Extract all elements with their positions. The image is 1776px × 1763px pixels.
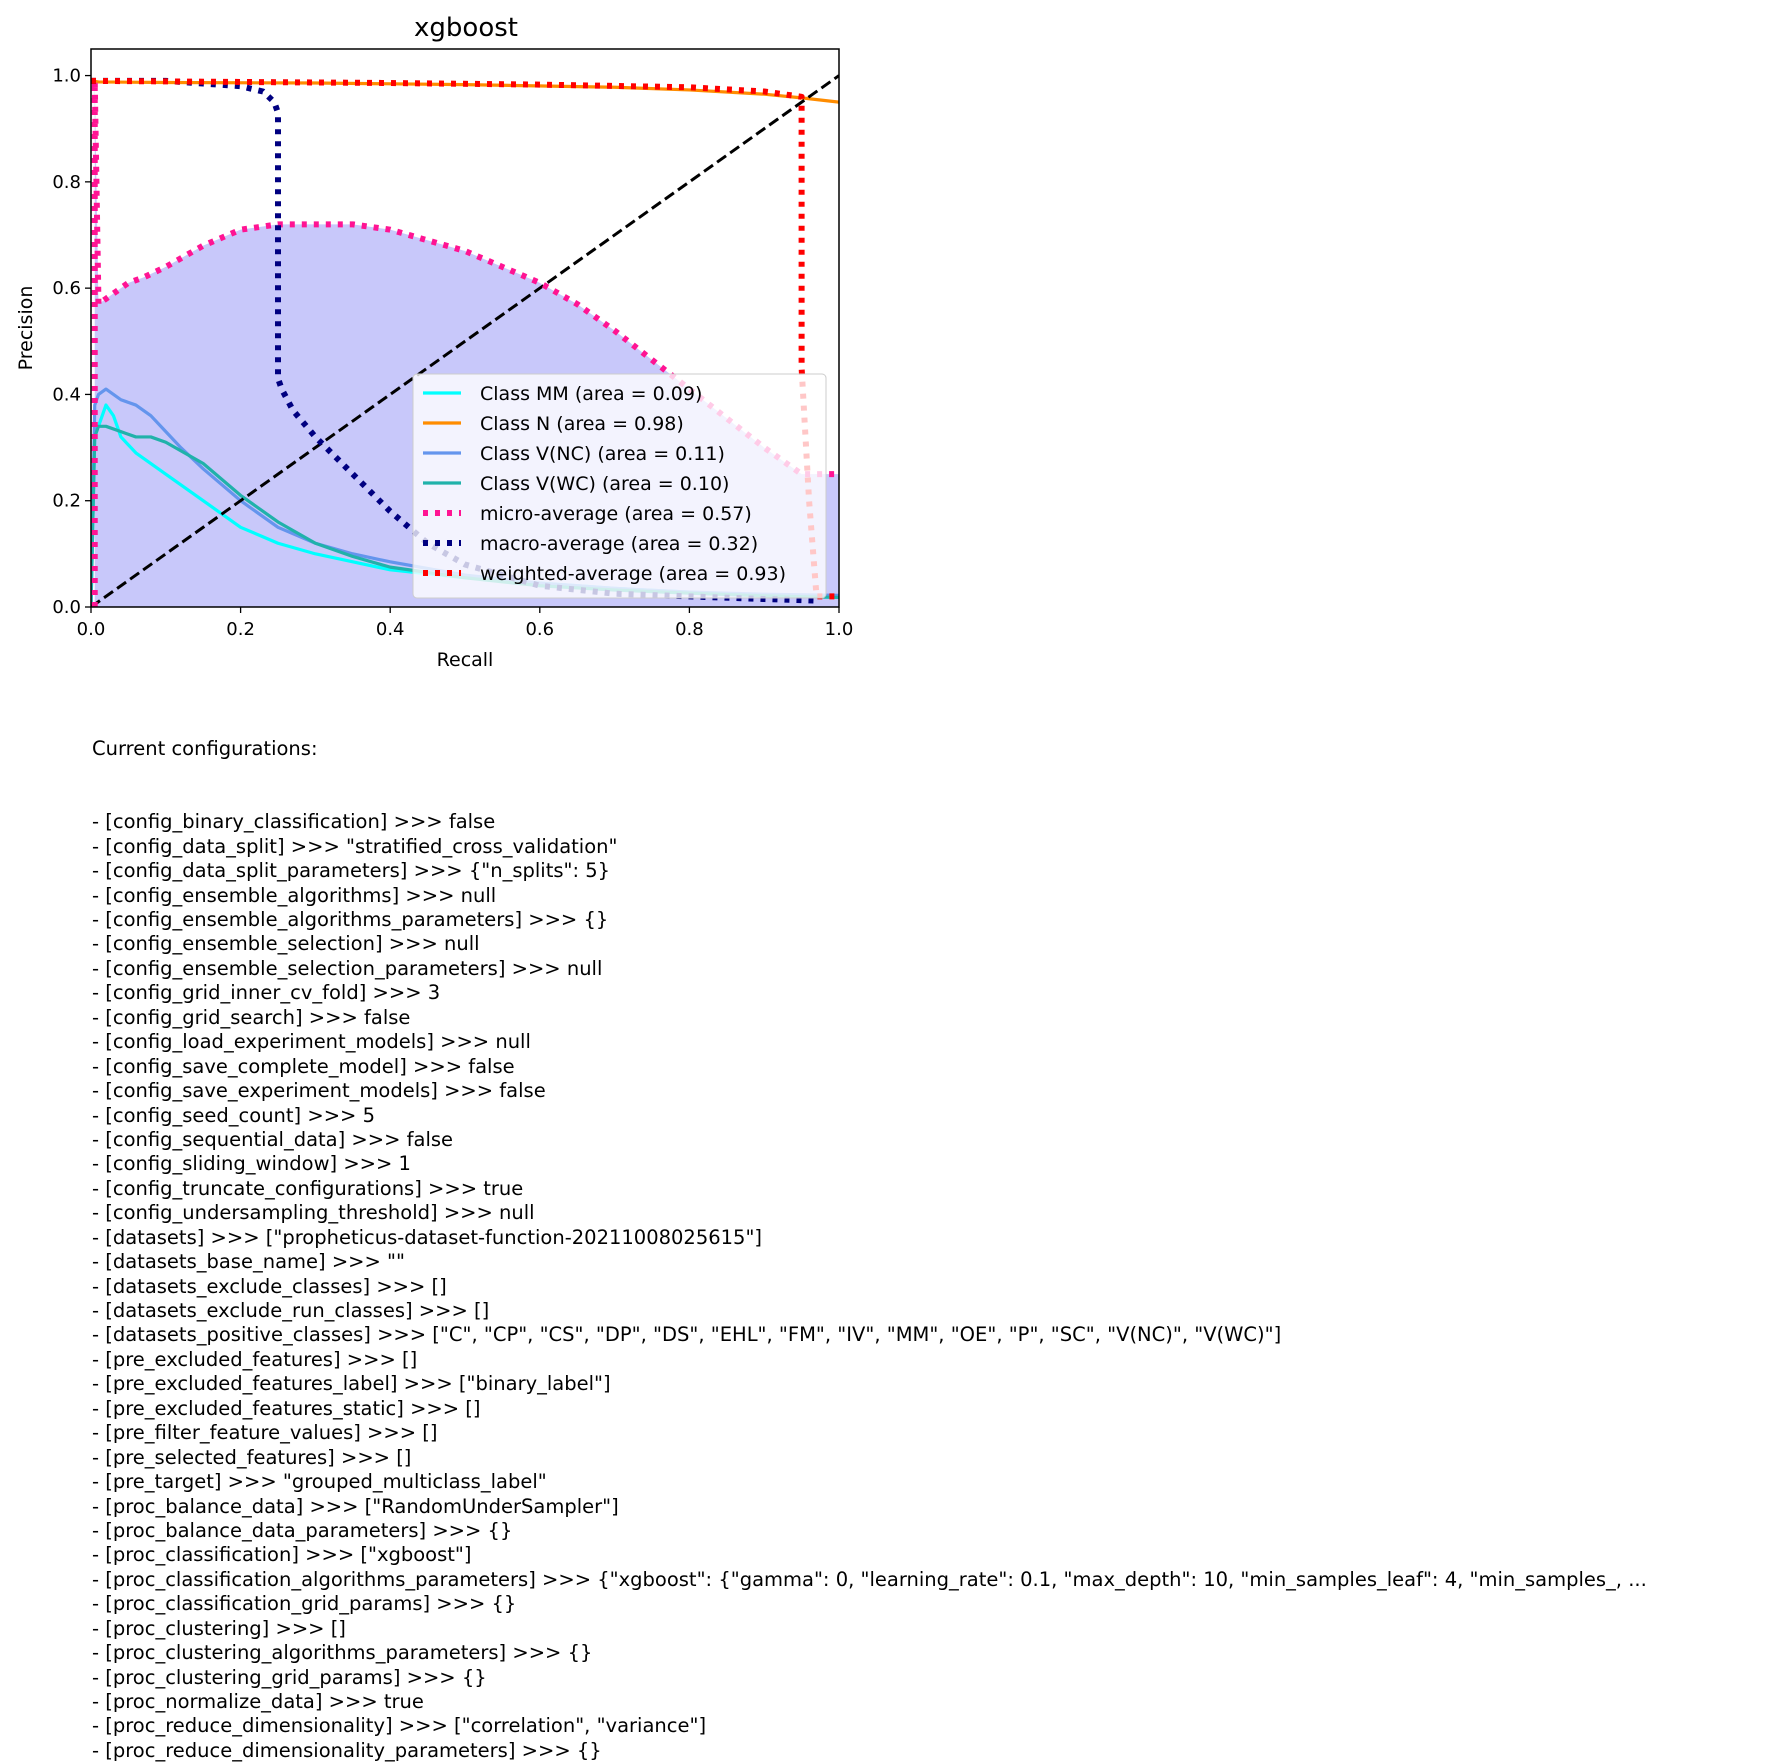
config-line: - [config_save_experiment_models] >>> fa… bbox=[92, 1079, 546, 1103]
series-macro-average-line bbox=[91, 77, 817, 604]
config-line: - [config_ensemble_selection_parameters]… bbox=[92, 956, 603, 980]
config-line: - [datasets_exclude_run_classes] >>> [] bbox=[92, 1299, 490, 1322]
chart-title: xgboost bbox=[414, 13, 518, 43]
x-tick-label: 0.4 bbox=[376, 619, 405, 640]
config-line: - [config_save_complete_model] >>> false bbox=[92, 1054, 515, 1078]
series-micro-average-line bbox=[91, 77, 839, 607]
config-line: - [pre_selected_features] >>> [] bbox=[92, 1445, 412, 1469]
config-line: - [datasets_positive_classes] >>> ["C", … bbox=[92, 1323, 1282, 1347]
series-chance-diagonal-line bbox=[91, 74, 839, 607]
legend-label: Class V(NC) (area = 0.11) bbox=[480, 443, 725, 465]
config-line: - [pre_excluded_features_label] >>> ["bi… bbox=[92, 1372, 611, 1396]
config-line: - [proc_classification_grid_params] >>> … bbox=[92, 1592, 517, 1616]
config-line: - [config_seed_count] >>> 5 bbox=[92, 1103, 375, 1127]
legend-box bbox=[412, 373, 827, 599]
config-line: - [proc_classification_algorithms_parame… bbox=[92, 1567, 1647, 1591]
series-weighted-average-line bbox=[91, 77, 839, 600]
config-line: - [pre_excluded_features_static] >>> [] bbox=[92, 1396, 481, 1420]
legend-label: Class V(WC) (area = 0.10) bbox=[480, 473, 729, 495]
config-line: - [config_truncate_configurations] >>> t… bbox=[92, 1176, 524, 1200]
config-header: Current configurations: bbox=[92, 736, 318, 760]
config-line: - [config_grid_inner_cv_fold] >>> 3 bbox=[92, 981, 441, 1005]
config-line: - [config_sliding_window] >>> 1 bbox=[92, 1152, 411, 1176]
config-line: - [proc_balance_data_parameters] >>> {} bbox=[92, 1518, 513, 1542]
config-line: - [config_sequential_data] >>> false bbox=[92, 1127, 454, 1151]
config-line: - [config_ensemble_selection] >>> null bbox=[92, 932, 480, 956]
y-tick-label: 0.6 bbox=[52, 278, 81, 299]
y-tick-label: 0.4 bbox=[52, 384, 81, 405]
configuration-list: Current configurations: - [config_binary… bbox=[92, 688, 1647, 1762]
config-line: - [proc_normalize_data] >>> true bbox=[92, 1690, 424, 1713]
x-tick-label: 1.0 bbox=[825, 619, 854, 640]
y-tick-label: 1.0 bbox=[52, 66, 81, 87]
config-line: - [config_data_split_parameters] >>> {"n… bbox=[92, 859, 611, 883]
config-line: - [config_grid_search] >>> false bbox=[92, 1005, 411, 1029]
config-line: - [proc_reduce_dimensionality_parameters… bbox=[92, 1738, 602, 1762]
config-lines: - [config_binary_classification] >>> fal… bbox=[92, 810, 1647, 1762]
config-line: - [datasets_exclude_classes] >>> [] bbox=[92, 1274, 447, 1298]
x-tick-label: 0.8 bbox=[675, 619, 704, 640]
plot-frame bbox=[90, 48, 840, 608]
config-line: - [proc_clustering_grid_params] >>> {} bbox=[92, 1665, 487, 1689]
config-line: - [pre_target] >>> "grouped_multiclass_l… bbox=[92, 1470, 547, 1494]
config-line: - [config_load_experiment_models] >>> nu… bbox=[92, 1030, 531, 1054]
config-line: - [config_ensemble_algorithms_parameters… bbox=[92, 908, 609, 931]
config-line: - [datasets] >>> ["propheticus-dataset-f… bbox=[92, 1225, 763, 1249]
axis-ticks: 0.0 0.2 0.4 0.6 0.8 1.0 0.0 0.2 0.4 0.6 0.8 1.0 bbox=[52, 66, 853, 640]
y-tick-label: 0.0 bbox=[52, 597, 81, 618]
x-tick-label: 0.2 bbox=[226, 619, 255, 640]
x-axis-label: Recall bbox=[437, 649, 494, 671]
config-line: - [config_binary_classification] >>> fal… bbox=[92, 810, 496, 834]
x-tick-label: 0.6 bbox=[525, 619, 554, 640]
legend-label: micro-average (area = 0.57) bbox=[480, 503, 752, 525]
config-line: - [config_undersampling_threshold] >>> n… bbox=[92, 1201, 535, 1225]
legend: Class MM (area = 0.09) Class N (area = 0.… bbox=[412, 373, 827, 599]
legend-label: Class N (area = 0.98) bbox=[480, 413, 684, 435]
config-line: - [proc_clustering] >>> [] bbox=[92, 1616, 346, 1640]
config-line: - [datasets_base_name] >>> "" bbox=[92, 1250, 405, 1274]
y-tick-label: 0.2 bbox=[52, 491, 81, 512]
y-tick-label: 0.8 bbox=[52, 172, 81, 193]
legend-label: Class MM (area = 0.09) bbox=[480, 383, 702, 405]
config-line: - [pre_filter_feature_values] >>> [] bbox=[92, 1421, 438, 1445]
config-line: - [config_data_split] >>> "stratified_cr… bbox=[92, 834, 618, 858]
x-tick-label: 0.0 bbox=[77, 619, 106, 640]
legend-label: macro-average (area = 0.32) bbox=[480, 533, 758, 555]
legend-label: weighted-average (area = 0.93) bbox=[480, 563, 786, 585]
config-line: - [proc_balance_data] >>> ["RandomUnderS… bbox=[92, 1494, 619, 1518]
y-axis-label: Precision bbox=[15, 286, 37, 371]
config-line: - [proc_classification] >>> ["xgboost"] bbox=[92, 1543, 472, 1567]
config-line: - [config_ensemble_algorithms] >>> null bbox=[92, 883, 497, 907]
config-line: - [proc_reduce_dimensionality] >>> ["cor… bbox=[92, 1714, 707, 1738]
config-line: - [proc_clustering_algorithms_parameters… bbox=[92, 1641, 593, 1665]
config-line: - [pre_excluded_features] >>> [] bbox=[92, 1347, 418, 1371]
